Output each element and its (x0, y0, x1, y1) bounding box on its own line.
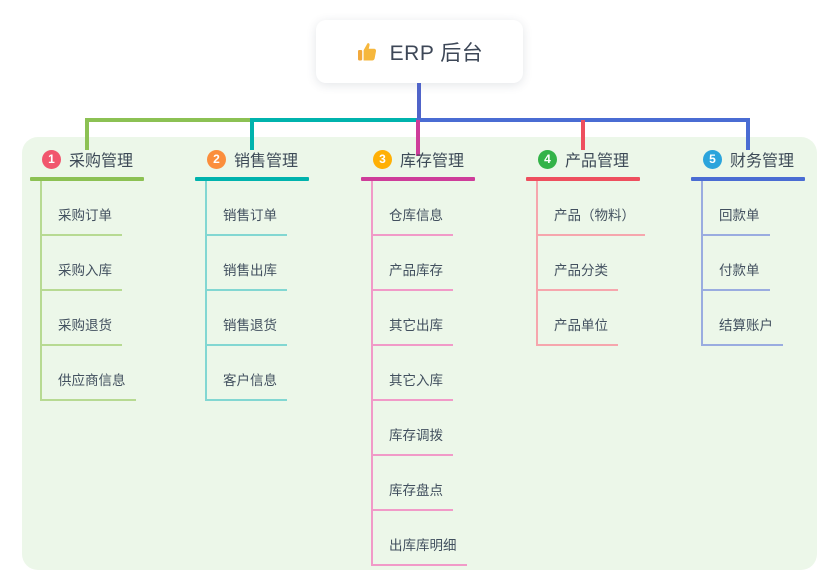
child-label: 其它出库 (389, 318, 443, 333)
branch-label: 产品管理 (565, 153, 630, 170)
branch-children: 回款单 付款单 结算账户 (701, 181, 783, 346)
branch-underline (30, 177, 144, 181)
root-label: ERP 后台 (389, 41, 484, 65)
child-node[interactable]: 其它出库 (373, 291, 453, 346)
branch-title-node[interactable]: 2 销售管理 (207, 148, 355, 170)
child-node[interactable]: 采购退货 (42, 291, 122, 346)
child-node[interactable]: 客户信息 (207, 346, 287, 401)
child-label: 采购退货 (58, 318, 112, 333)
child-node[interactable]: 产品单位 (538, 291, 618, 346)
branch-underline (526, 177, 640, 181)
branch-title-node[interactable]: 3 库存管理 (373, 148, 521, 170)
horizontal-connector-segment-1 (85, 118, 252, 122)
branch-label: 销售管理 (234, 153, 299, 170)
child-label: 供应商信息 (58, 373, 126, 388)
branch-children: 仓库信息 产品库存 其它出库 其它入库 库存调拨 库存盘点 出库库明细 (371, 181, 467, 566)
branch-drop-line (581, 120, 585, 150)
root-connector-line (417, 83, 421, 122)
child-node[interactable]: 采购订单 (42, 181, 122, 236)
child-node[interactable]: 销售订单 (207, 181, 287, 236)
branch-title-node[interactable]: 4 产品管理 (538, 148, 686, 170)
child-label: 结算账户 (719, 318, 773, 333)
branch-label: 采购管理 (69, 153, 134, 170)
branch-number-badge: 1 (42, 149, 61, 169)
child-node[interactable]: 其它入库 (373, 346, 453, 401)
child-label: 仓库信息 (389, 208, 443, 223)
branch-underline (361, 177, 475, 181)
branch: 5 财务管理 回款单 付款单 结算账户 (691, 148, 839, 346)
child-label: 采购入库 (58, 263, 112, 278)
branch: 4 产品管理 产品（物料） 产品分类 产品单位 (526, 148, 686, 346)
child-label: 销售退货 (223, 318, 277, 333)
thumbs-up-icon (357, 42, 376, 60)
branch-number-badge: 3 (373, 149, 392, 169)
child-node[interactable]: 仓库信息 (373, 181, 453, 236)
branch-drop-line (250, 120, 254, 150)
branch-children: 产品（物料） 产品分类 产品单位 (536, 181, 645, 346)
branch-drop-line (746, 120, 750, 150)
branches-panel (22, 137, 817, 570)
child-node[interactable]: 库存调拨 (373, 401, 453, 456)
branch-drop-line (416, 120, 420, 156)
branch-number-badge: 2 (207, 149, 226, 169)
child-node[interactable]: 结算账户 (703, 291, 783, 346)
branch-underline (195, 177, 309, 181)
branch-drop-line (85, 120, 89, 150)
child-node[interactable]: 供应商信息 (42, 346, 136, 401)
child-node[interactable]: 产品分类 (538, 236, 618, 291)
branch: 1 采购管理 采购订单 采购入库 采购退货 供应商信息 (30, 148, 190, 401)
child-label: 销售出库 (223, 263, 277, 278)
branch-children: 销售订单 销售出库 销售退货 客户信息 (205, 181, 287, 401)
branch: 3 库存管理 仓库信息 产品库存 其它出库 其它入库 库存调拨 库存盘点 出库库… (361, 148, 521, 566)
branch-title-node[interactable]: 1 采购管理 (42, 148, 190, 170)
child-label: 回款单 (719, 208, 760, 223)
horizontal-connector-segment-2 (250, 118, 418, 122)
child-label: 库存盘点 (389, 483, 443, 498)
child-label: 客户信息 (223, 373, 277, 388)
branch: 2 销售管理 销售订单 销售出库 销售退货 客户信息 (195, 148, 355, 401)
child-label: 出库库明细 (389, 538, 457, 553)
child-node[interactable]: 产品（物料） (538, 181, 645, 236)
child-node[interactable]: 付款单 (703, 236, 770, 291)
child-label: 产品单位 (554, 318, 608, 333)
branch-underline (691, 177, 805, 181)
child-node[interactable]: 产品库存 (373, 236, 453, 291)
root-node[interactable]: ERP 后台 (316, 20, 523, 83)
child-node[interactable]: 销售出库 (207, 236, 287, 291)
branch-number-badge: 5 (703, 149, 722, 169)
child-label: 采购订单 (58, 208, 112, 223)
branch-label: 财务管理 (730, 153, 795, 170)
branch-number-badge: 4 (538, 149, 557, 169)
child-node[interactable]: 销售退货 (207, 291, 287, 346)
branch-title-node[interactable]: 5 财务管理 (703, 148, 839, 170)
child-label: 产品（物料） (554, 208, 635, 223)
child-label: 其它入库 (389, 373, 443, 388)
child-label: 库存调拨 (389, 428, 443, 443)
child-label: 销售订单 (223, 208, 277, 223)
child-node[interactable]: 出库库明细 (373, 511, 467, 566)
child-node[interactable]: 采购入库 (42, 236, 122, 291)
child-label: 产品分类 (554, 263, 608, 278)
child-label: 产品库存 (389, 263, 443, 278)
child-node[interactable]: 库存盘点 (373, 456, 453, 511)
child-label: 付款单 (719, 263, 760, 278)
branch-children: 采购订单 采购入库 采购退货 供应商信息 (40, 181, 136, 401)
child-node[interactable]: 回款单 (703, 181, 770, 236)
branch-label: 库存管理 (400, 153, 465, 170)
